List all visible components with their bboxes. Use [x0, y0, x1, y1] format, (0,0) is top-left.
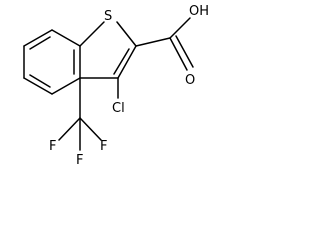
atom-fluorine-left: F [49, 139, 56, 154]
bond-c2-c3-inner [113, 48, 130, 75]
bond-c6-c5 [23, 77, 53, 95]
bond-c7a-c7 [23, 29, 53, 47]
bond-c7a-s [79, 21, 105, 47]
bond-ccooh-o-double [175, 35, 194, 68]
bond-s-c2 [116, 21, 137, 47]
bond-c5-c4 [51, 77, 81, 95]
atom-chlorine: Cl [112, 101, 125, 116]
bond-ccf3-f1 [58, 117, 81, 141]
bond-c7a-c7-inner [29, 36, 51, 50]
molecule-drawing: S OH O Cl F F F [23, 4, 209, 168]
atom-carbonyl-oxygen: O [185, 73, 195, 88]
atom-fluorine-right: F [100, 139, 107, 154]
bond-ccooh-oh [169, 17, 191, 39]
bond-c2-ccooh [135, 37, 171, 47]
bond-ccooh-o [169, 37, 188, 71]
bond-c3a-c7a [51, 29, 81, 47]
bond-c6-c5-inner [29, 74, 51, 88]
atom-sulfur: S [104, 9, 112, 24]
structure-canvas: S OH O Cl F F F [0, 0, 216, 172]
bond-ccf3-f3 [79, 117, 102, 141]
atom-fluorine-bottom: F [76, 153, 83, 168]
bond-c2-c3 [117, 45, 137, 79]
atom-hydroxyl: OH [189, 4, 209, 19]
